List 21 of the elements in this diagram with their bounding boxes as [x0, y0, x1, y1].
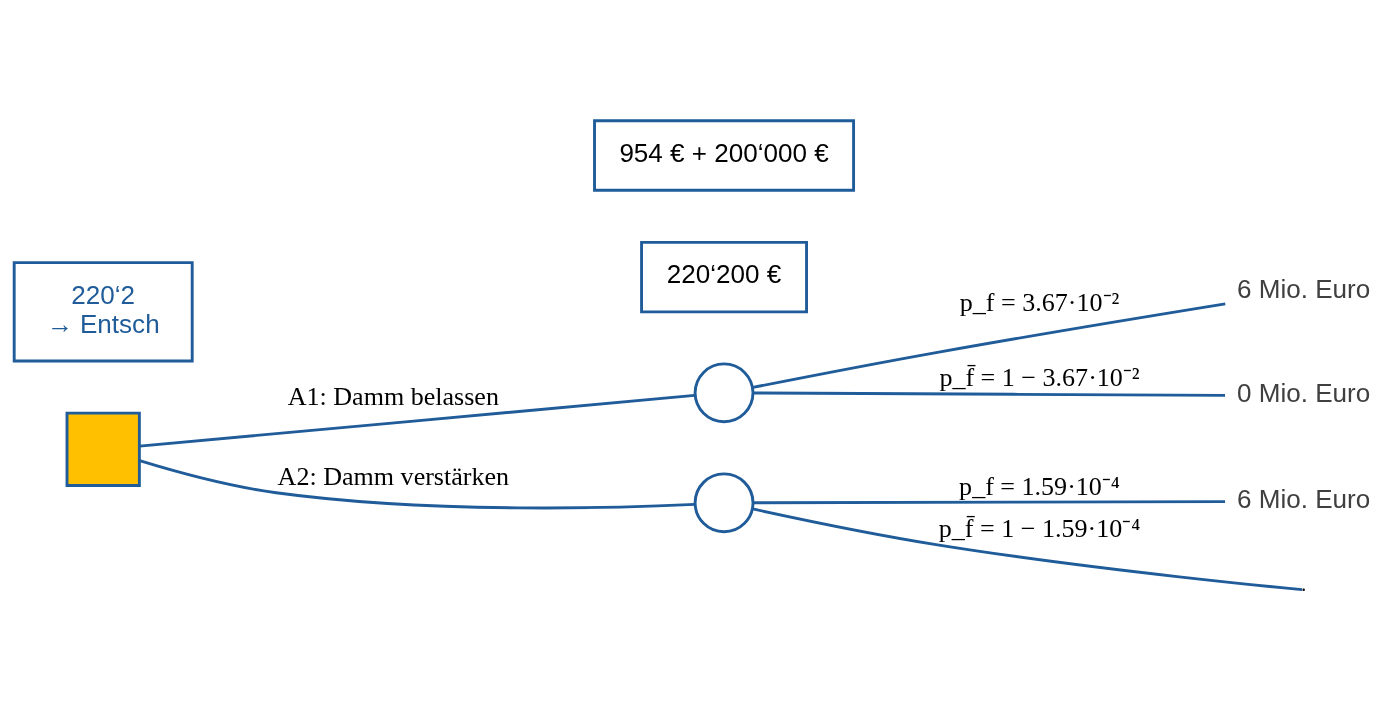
edge-label: A2: Damm verstärken — [277, 461, 510, 491]
edge-label: p_f̄ = 1 − 1.59·10⁻⁴ — [938, 513, 1141, 543]
node-box — [65, 411, 141, 487]
node-box: 220‘200 € — [640, 240, 808, 313]
connector — [139, 393, 695, 448]
node-text: 0 Mio. Euro — [1237, 377, 1371, 408]
connector — [753, 391, 1226, 397]
connector — [139, 458, 695, 509]
node-box: 954 € + 200‘000 € — [593, 118, 856, 192]
node-circle — [693, 361, 755, 423]
node-text: 6 Mio. Euro — [1237, 273, 1371, 304]
connector — [753, 499, 1226, 504]
edge-label: A1: Damm belassen — [287, 381, 499, 411]
edge-label: p_f = 1.59·10⁻⁴ — [959, 471, 1120, 501]
node-box: 220‘2 → Entsch — [12, 260, 194, 362]
edge-label: p_f = 3.67·10⁻² — [959, 287, 1120, 317]
connector — [752, 301, 1226, 389]
connector — [752, 507, 1303, 591]
node-circle — [693, 471, 755, 533]
edge-label: p_f̄ = 1 − 3.67·10⁻² — [939, 362, 1140, 392]
node-text: 6 Mio. Euro — [1237, 483, 1371, 514]
